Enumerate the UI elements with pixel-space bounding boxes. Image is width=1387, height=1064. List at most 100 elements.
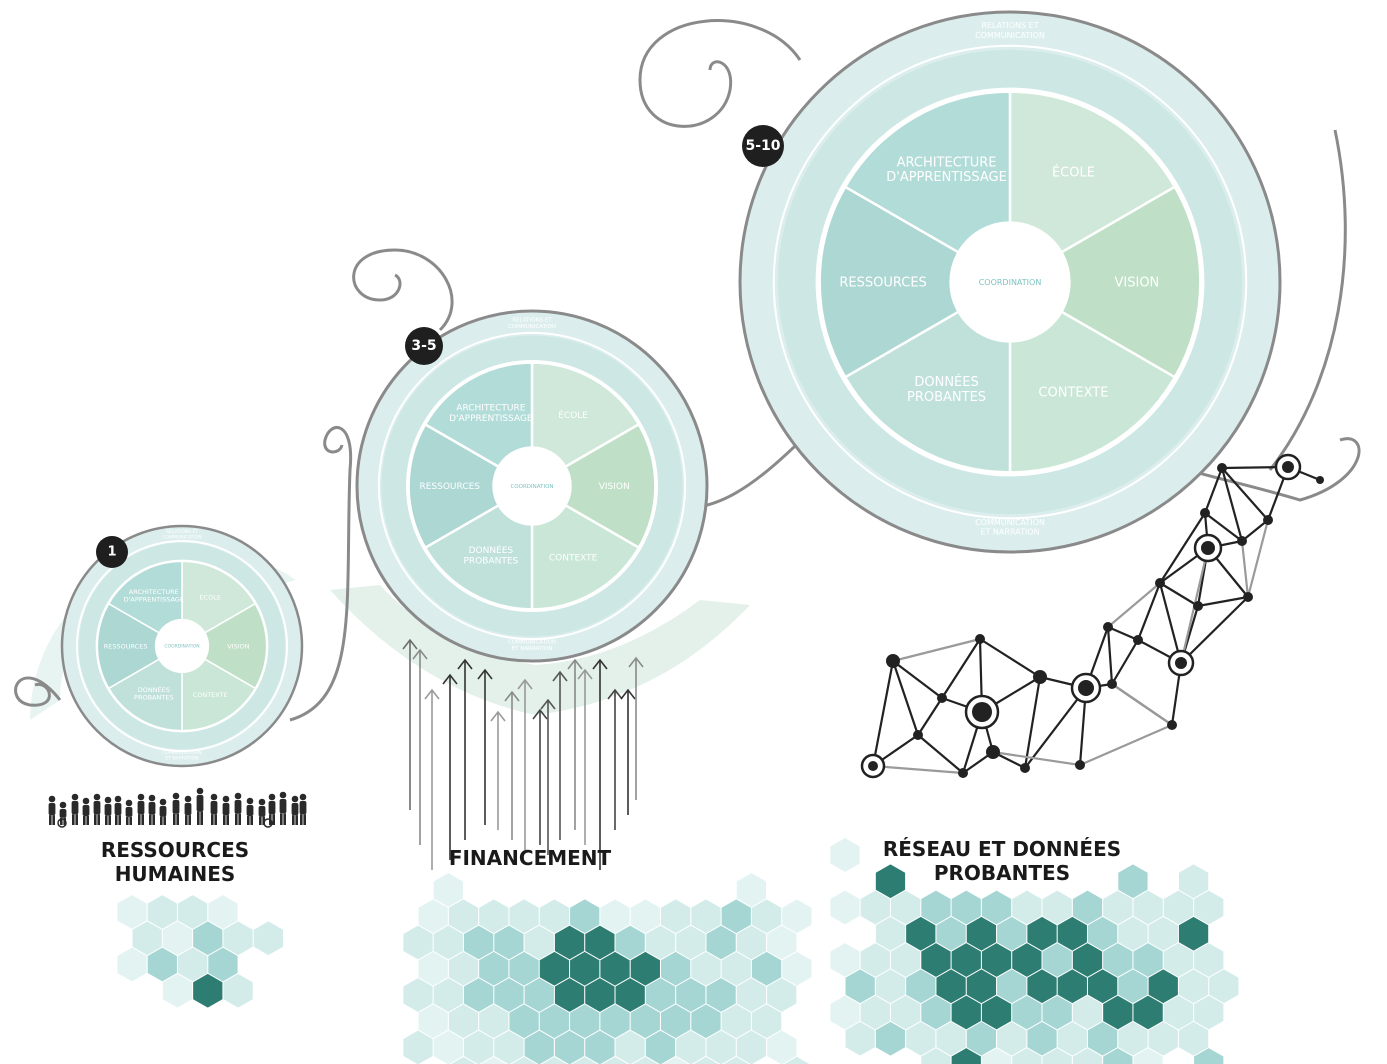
network-graph <box>860 453 1324 779</box>
hex-cluster-network-hex <box>1118 916 1148 951</box>
network-node-25 <box>1282 461 1294 473</box>
swirl-right-wheel3 <box>1268 129 1347 471</box>
hex-cluster-network-hex <box>1072 995 1103 1030</box>
hex-cluster-funding-hex <box>706 978 736 1012</box>
wheel-3-5-badge-label: 3-5 <box>411 338 436 354</box>
hex-cluster-network-hex <box>906 1021 936 1056</box>
person-silhouette-13 <box>196 787 204 825</box>
hex-cluster-funding-hex <box>433 925 463 960</box>
hex-cluster-funding-hex <box>600 899 630 934</box>
hex-cluster-network-hex <box>1057 1021 1087 1056</box>
hex-cluster-network-hex <box>1103 995 1133 1030</box>
hex-cluster-network-hex <box>1103 890 1133 925</box>
hex-cluster-funding-hex <box>418 951 448 986</box>
hex-cluster-network-hex <box>1163 890 1194 925</box>
swirl-wheel1-to-wheel2 <box>289 426 353 722</box>
hex-cluster-funding-hex <box>615 925 645 960</box>
hex-cluster-network-hex <box>966 916 997 951</box>
hex-cluster-network-hex <box>1072 1048 1103 1064</box>
person-silhouette-4 <box>93 793 101 825</box>
network-edge-38 <box>1220 467 1244 542</box>
network-node-9 <box>1033 670 1047 684</box>
wheel-1-badge <box>96 536 128 568</box>
person-silhouette-0 <box>48 795 56 825</box>
hex-cluster-network-hex <box>1133 890 1163 925</box>
hex-cluster-funding-hex <box>736 978 767 1012</box>
hex-cluster-network-hex <box>936 916 966 951</box>
network-node-4 <box>958 768 968 778</box>
hex-cluster-funding-hex <box>463 1030 494 1064</box>
hex-cluster-funding-hex <box>554 978 585 1012</box>
hex-cluster-funding-hex <box>751 899 782 934</box>
hex-cluster-human-resources-hex <box>177 947 208 982</box>
hex-cluster-funding-hex <box>585 1030 615 1064</box>
network-edge-36 <box>1204 512 1243 542</box>
hex-cluster-network-hex <box>1103 1048 1133 1064</box>
hex-cluster-funding-hex <box>645 978 676 1012</box>
network-edge-28 <box>1136 582 1162 641</box>
network-node-14 <box>1133 635 1143 645</box>
hex-cluster-funding-hex <box>721 951 751 986</box>
hex-cluster-funding-hex <box>509 1004 539 1039</box>
person-silhouette-12 <box>184 795 192 825</box>
wheel-3-5-segment-label-4: RESSOURCES <box>419 482 480 492</box>
hex-cluster-human-resources-hex <box>132 921 162 956</box>
hex-clusters <box>117 838 1239 1064</box>
network-edge-22 <box>1107 625 1139 642</box>
hex-cluster-network-hex <box>1027 916 1057 951</box>
network-edge-55 <box>1246 519 1270 598</box>
hex-cluster-human-resources-hex <box>208 895 238 929</box>
hex-cluster-funding-hex <box>736 873 767 907</box>
network-edge-51 <box>1240 540 1250 598</box>
hex-cluster-network-hex <box>830 943 860 977</box>
network-edge-39 <box>1203 467 1224 514</box>
hex-cluster-human-resources-hex <box>177 895 208 929</box>
heading-network-line1: RÉSEAU ET DONNÉES <box>883 837 1121 861</box>
hex-cluster-funding-hex <box>736 1030 767 1064</box>
funding-arrows <box>402 638 644 870</box>
hex-cluster-network-hex <box>1178 1021 1209 1056</box>
funding-arrow-2 <box>424 688 440 870</box>
hex-cluster-funding-hex <box>661 1004 691 1039</box>
network-edge-40 <box>1221 467 1269 521</box>
hex-cluster-human-resources-hex <box>117 947 147 982</box>
hex-cluster-network-hex <box>1148 1021 1178 1056</box>
network-node-3 <box>937 693 947 703</box>
hex-cluster-funding-hex <box>418 1004 448 1039</box>
hex-cluster-network-hex <box>1118 864 1148 899</box>
hex-cluster-funding-hex <box>706 1030 736 1064</box>
hex-cluster-network-hex <box>1118 1021 1148 1056</box>
hex-cluster-funding-hex <box>767 1030 797 1064</box>
wheel-1-ring-divider <box>76 540 288 752</box>
hex-cluster-funding-hex <box>448 951 479 986</box>
network-edge-2 <box>891 660 920 736</box>
network-edge-34 <box>1197 595 1249 608</box>
hex-cluster-funding-hex <box>403 925 433 960</box>
hex-cluster-network-hex <box>830 838 860 872</box>
hex-cluster-network-hex <box>860 943 890 977</box>
person-silhouette-20 <box>279 791 287 825</box>
hex-cluster-network-hex <box>997 969 1027 1004</box>
hex-cluster-funding-hex <box>632 1056 658 1064</box>
hex-cluster-network-hex <box>1042 943 1072 977</box>
wheel-5-10-segment-label-0: ÉCOLE <box>1052 165 1095 181</box>
hex-cluster-funding-hex <box>630 899 660 934</box>
person-silhouette-9 <box>148 794 156 825</box>
hex-cluster-network-hex <box>1012 1048 1042 1064</box>
hex-cluster-funding-hex <box>600 951 630 986</box>
network-node-13 <box>1103 622 1113 632</box>
hex-cluster-funding-hex <box>585 925 615 960</box>
wheel-1-center-label: COORDINATION <box>164 644 199 650</box>
hex-cluster-network-hex <box>1178 969 1209 1004</box>
hex-cluster-human-resources-hex <box>223 973 253 1008</box>
hex-cluster-funding-hex <box>782 899 812 934</box>
hex-cluster-network-hex <box>1057 916 1087 951</box>
funding-arrow-14 <box>592 658 608 870</box>
wheel-1-center <box>155 619 209 673</box>
person-silhouette-10 <box>159 798 167 825</box>
hex-cluster-network-hex <box>1088 916 1118 951</box>
hex-cluster-network <box>830 838 1239 1064</box>
